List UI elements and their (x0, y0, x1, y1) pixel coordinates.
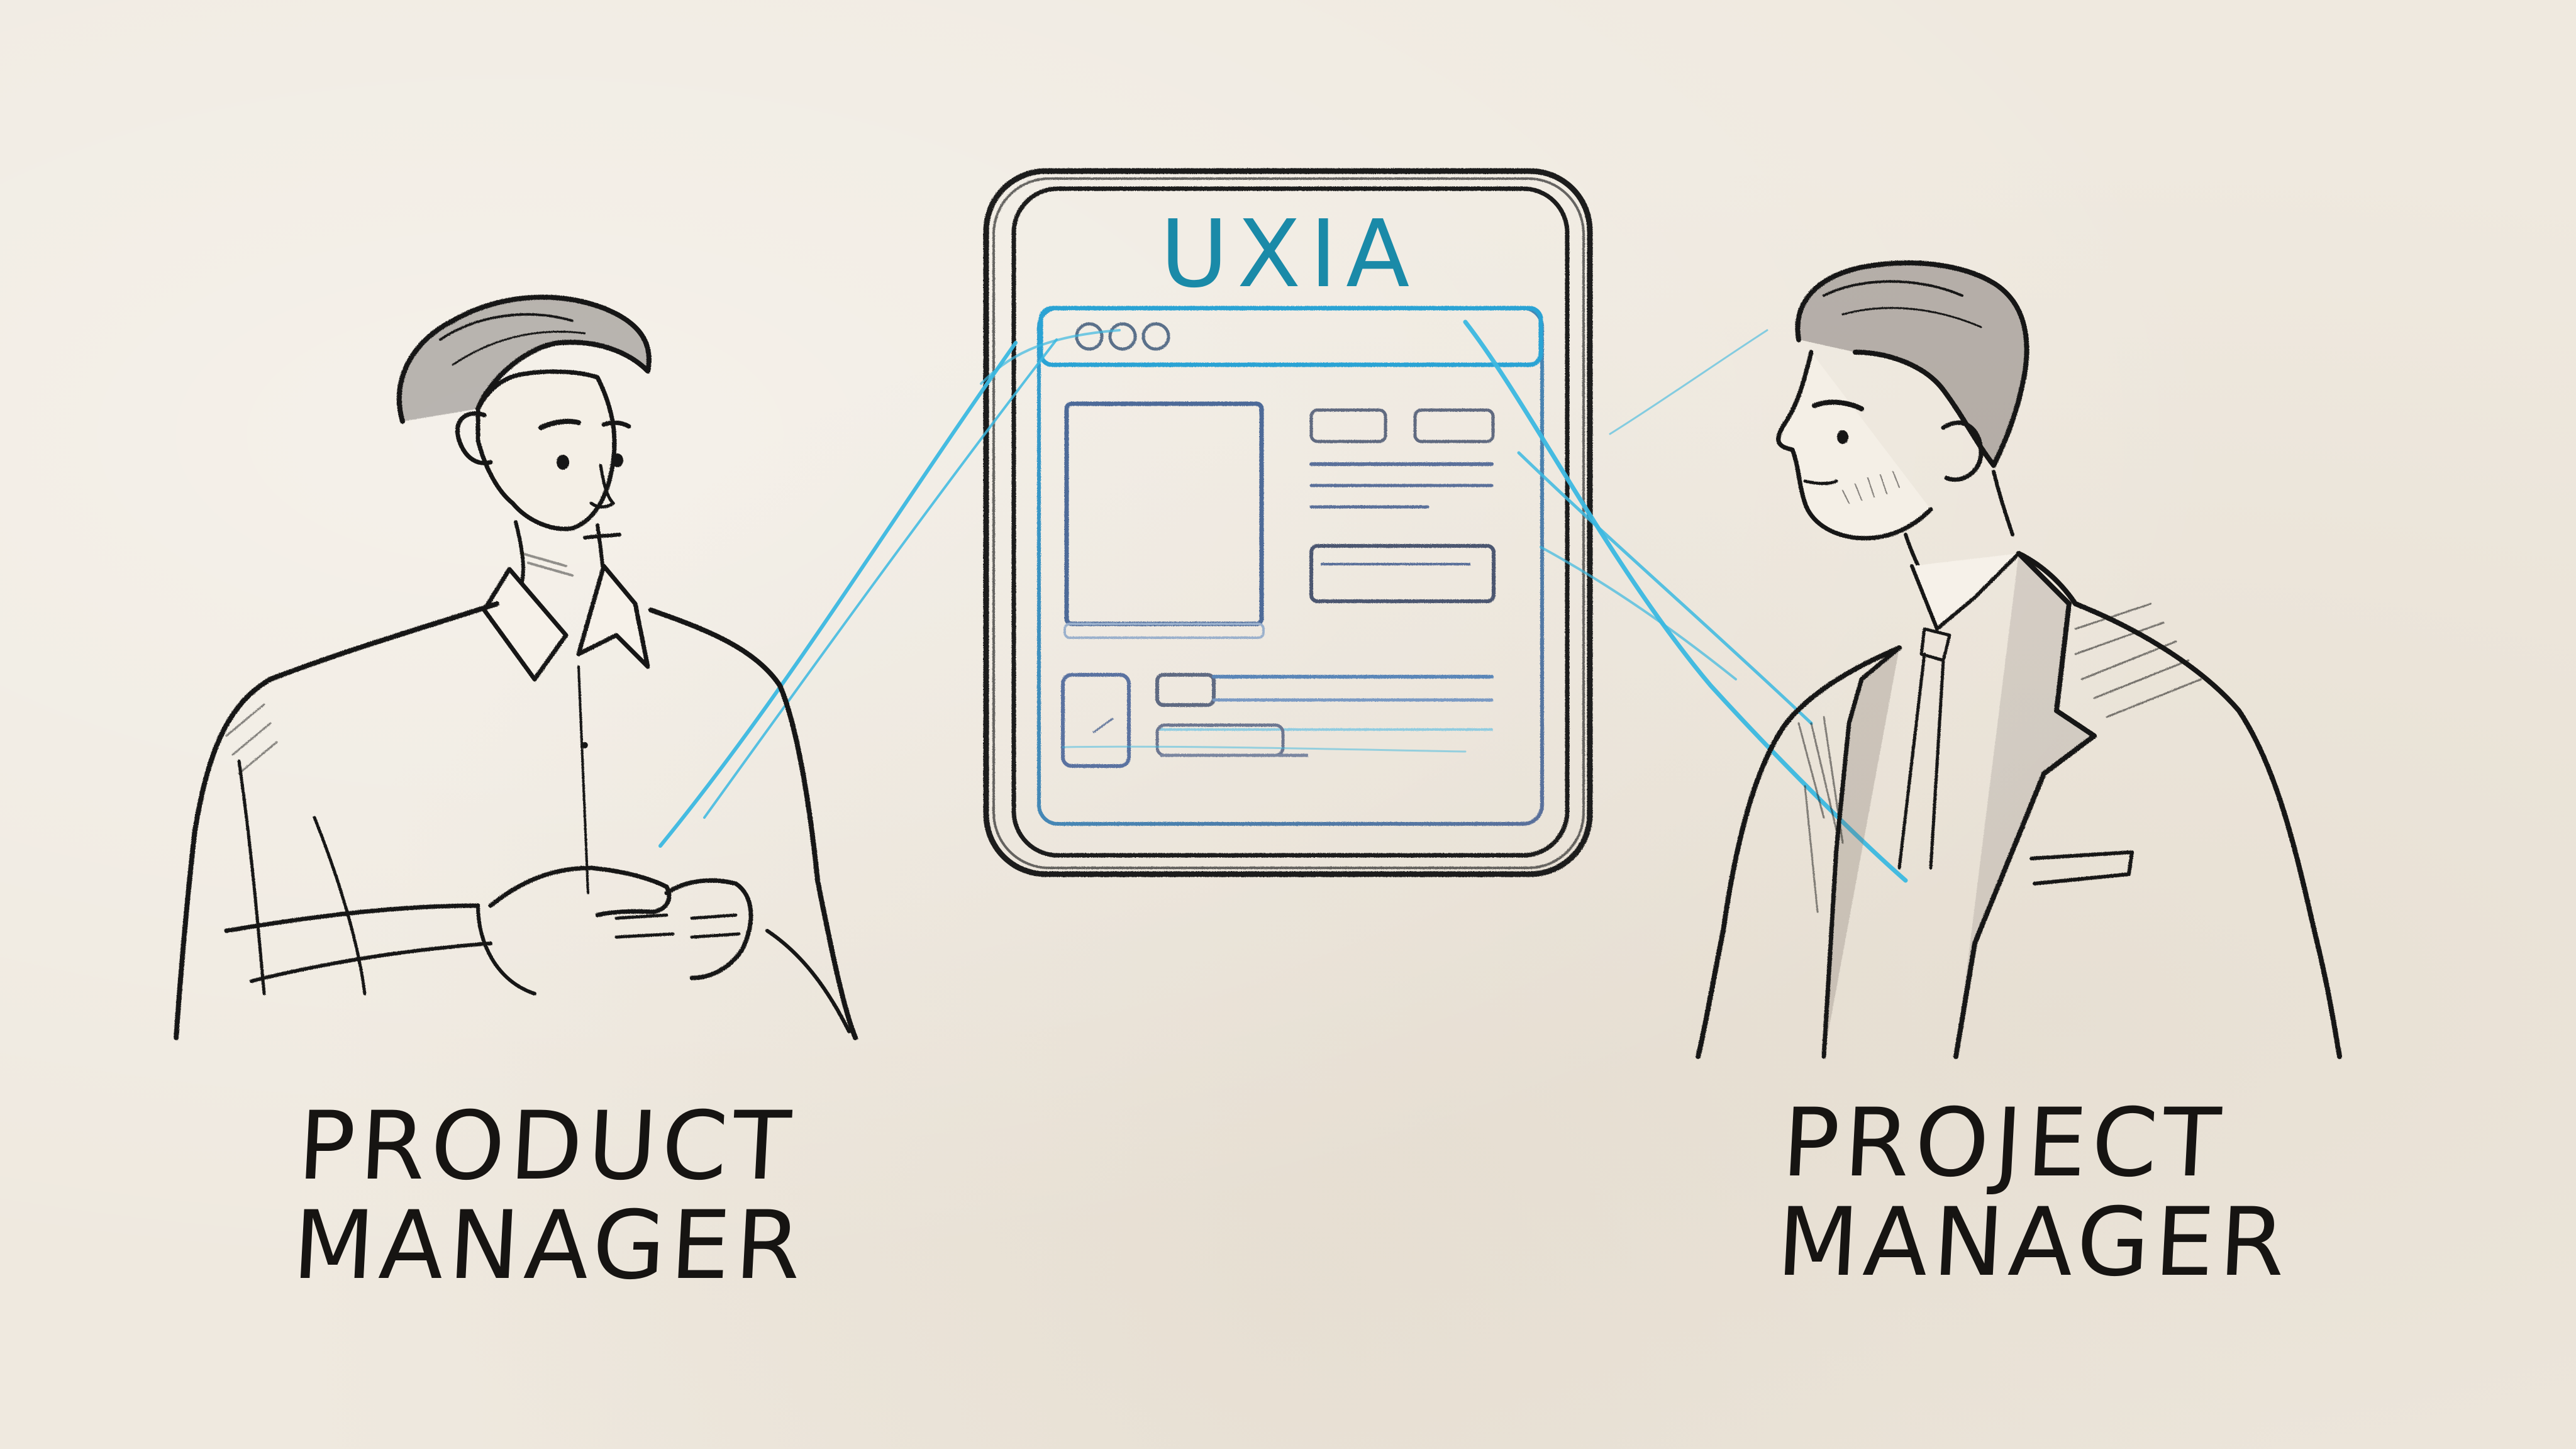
window-dot-icon (1075, 322, 1104, 351)
image-placeholder (1064, 401, 1264, 626)
connection-lines (658, 319, 1908, 883)
wireframe-toggle (1155, 673, 1216, 707)
label-line: MANAGER (290, 1191, 809, 1301)
product-manager-label: PRODUCT MANAGER (290, 1092, 814, 1301)
project-manager-label: PROJECT MANAGER (1774, 1089, 2298, 1297)
wireframe-thumbnail (1061, 673, 1131, 768)
browser-title-bar (1038, 306, 1543, 367)
label-line: MANAGER (1774, 1187, 2293, 1297)
window-dot-icon (1141, 322, 1170, 351)
window-dot-icon (1108, 322, 1137, 351)
brand-title: UXIA (1160, 200, 1419, 308)
project-manager-figure (1696, 260, 2342, 1059)
device-frame (983, 168, 1593, 877)
label-line: PRODUCT (295, 1092, 799, 1201)
wireframe-button (1309, 408, 1387, 443)
wireframe-text-box (1309, 544, 1496, 603)
label-line: PROJECT (1779, 1089, 2228, 1198)
wireframe-button (1413, 408, 1495, 443)
wireframe-window (1037, 306, 1544, 826)
product-manager-figure (174, 294, 858, 1040)
